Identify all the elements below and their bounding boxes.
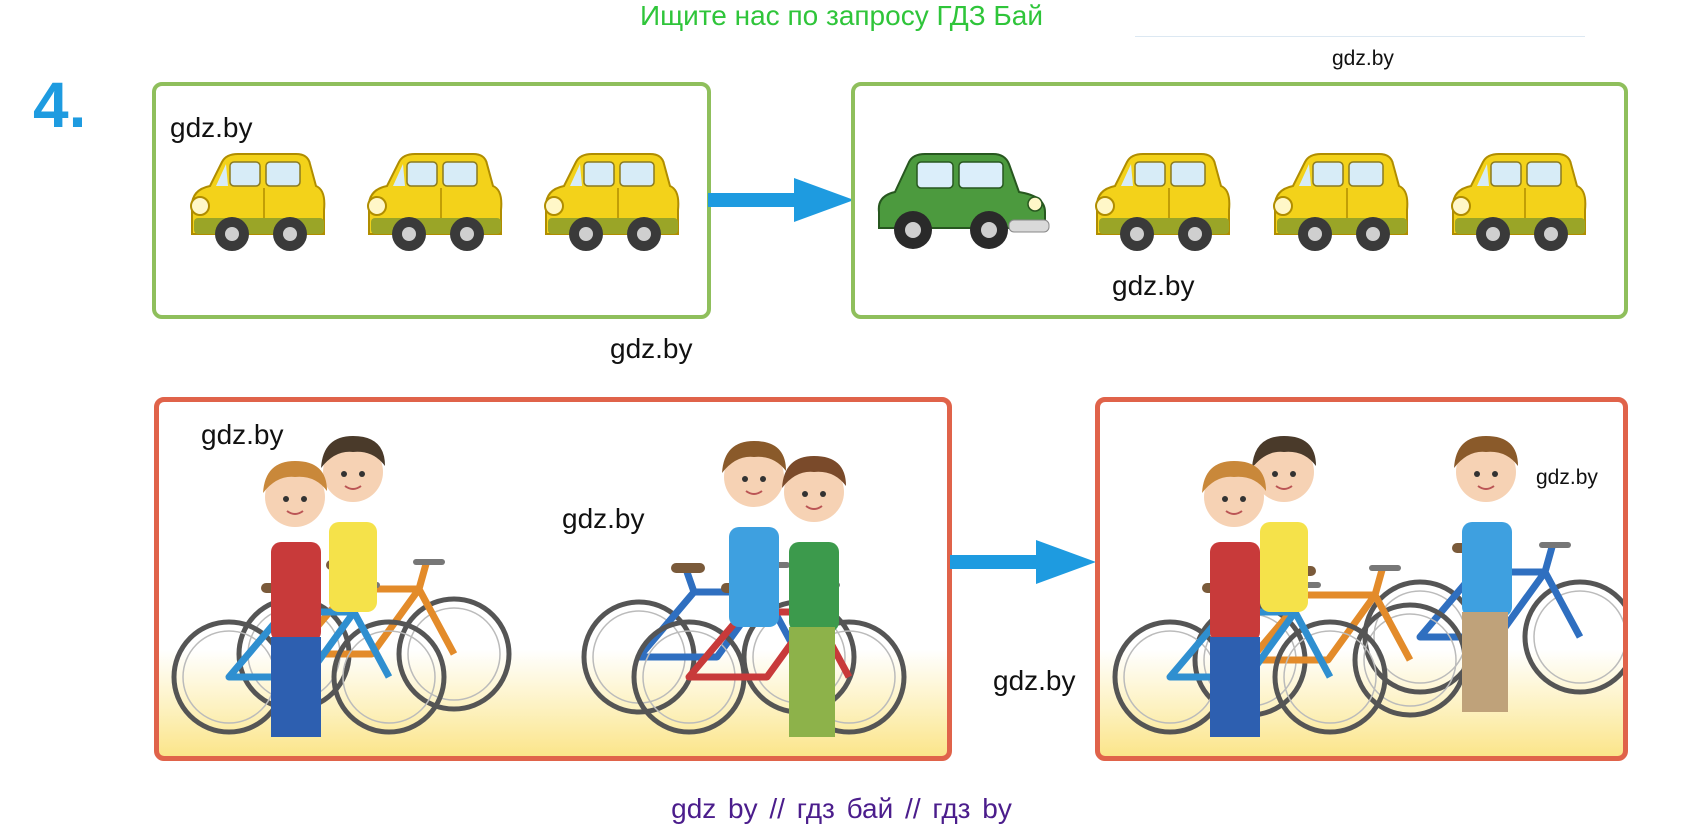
yellow-car-3 bbox=[544, 153, 680, 252]
yellow-car-2 bbox=[1273, 153, 1409, 252]
watermark: gdz.by bbox=[1112, 270, 1195, 301]
divider-line bbox=[1135, 36, 1585, 37]
footer-banner: gdz by // гдз бай // гдз by bbox=[671, 793, 1012, 824]
arrow-right-icon bbox=[950, 540, 1096, 584]
watermark: gdz.by bbox=[1536, 466, 1598, 489]
bikes-after-frame: gdz.by bbox=[1095, 397, 1628, 761]
watermark: gdz.by bbox=[610, 333, 693, 364]
watermark: gdz.by bbox=[170, 112, 253, 143]
yellow-car-1 bbox=[190, 153, 326, 252]
watermark: gdz.by bbox=[201, 419, 284, 450]
cars-before-frame: gdz.by bbox=[152, 82, 711, 319]
watermark: gdz.by bbox=[562, 503, 645, 534]
bikes-after-illustration bbox=[1100, 435, 1628, 737]
cars-after-illustration bbox=[877, 153, 1587, 252]
yellow-car-1 bbox=[1095, 153, 1231, 252]
task-number: 4. bbox=[33, 69, 87, 141]
arrow-right-icon bbox=[708, 178, 854, 222]
watermark: gdz.by bbox=[993, 665, 1076, 696]
green-car bbox=[877, 153, 1050, 250]
top-banner: Ищите нас по запросу ГДЗ Бай bbox=[639, 0, 1044, 31]
cars-after-frame: gdz.by bbox=[851, 82, 1628, 319]
bikes-before-frame: gdz.by gdz.by bbox=[154, 397, 952, 761]
yellow-car-3 bbox=[1451, 153, 1587, 252]
bikes-before-illustration bbox=[159, 435, 952, 737]
yellow-car-2 bbox=[367, 153, 503, 252]
watermark: gdz.by bbox=[1332, 47, 1394, 70]
